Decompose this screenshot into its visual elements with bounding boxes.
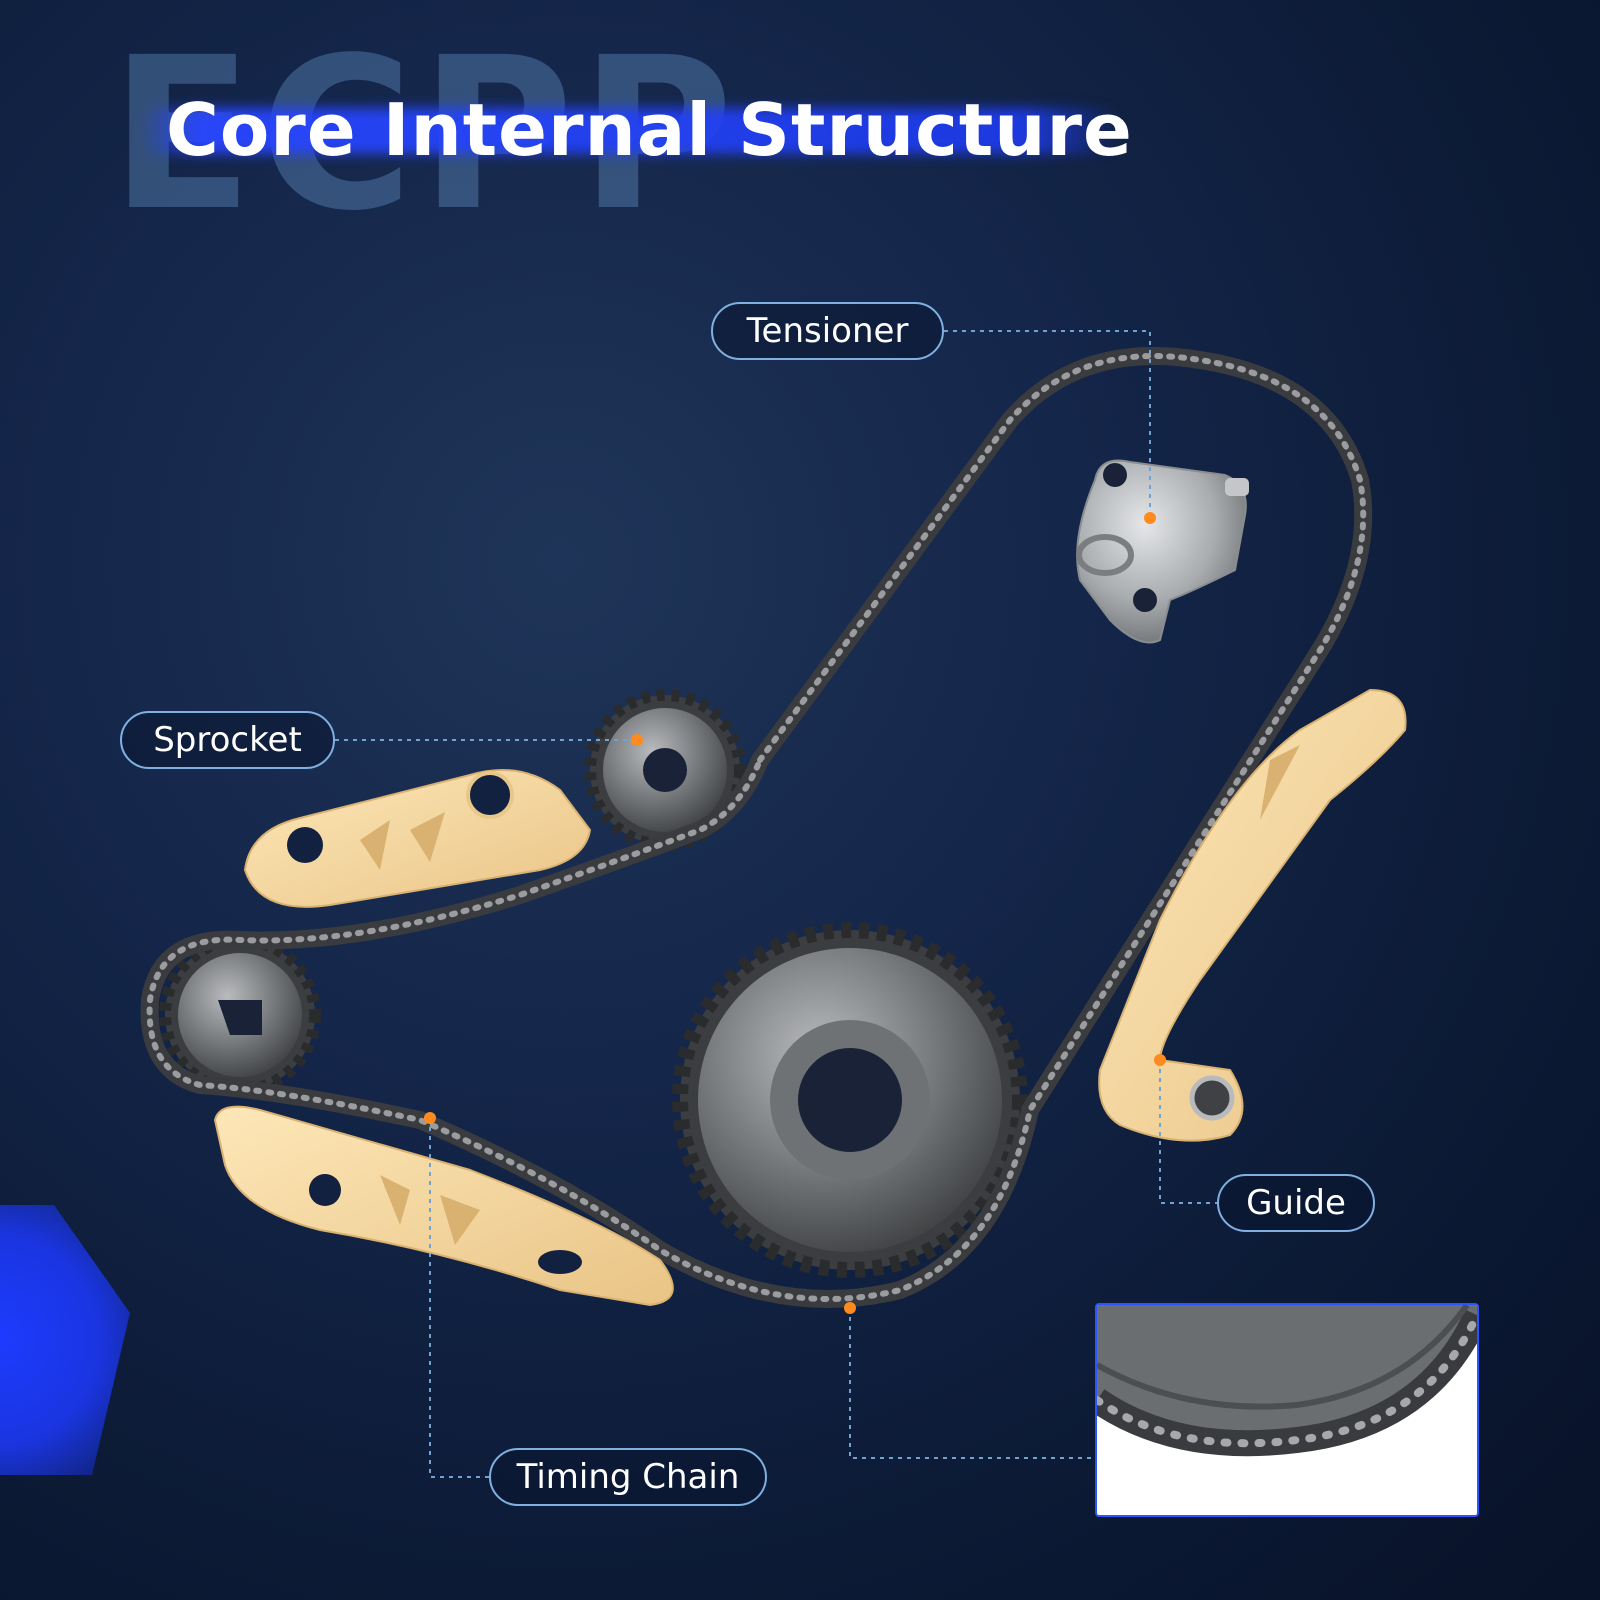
chain-closeup-image (1097, 1305, 1477, 1457)
callout-sprocket: Sprocket (120, 711, 335, 769)
tensioner-part (1076, 459, 1249, 644)
right-guide (1098, 688, 1407, 1142)
leader-timing-chain (429, 1118, 489, 1478)
lower-left-guide (213, 1105, 674, 1307)
title-highlight (140, 108, 1120, 154)
chain-closeup-inset (1095, 1303, 1479, 1517)
callout-tensioner: Tensioner (711, 302, 944, 360)
pointer-dot-tensioner (1144, 512, 1156, 524)
upper-left-guide (243, 769, 592, 908)
pointer-dot-timing-chain (424, 1112, 436, 1124)
chain-link-pattern (146, 353, 1367, 1302)
pointer-dot-guide (1154, 1054, 1166, 1066)
pointer-dot-sprocket (631, 734, 643, 746)
pointer-dots (424, 512, 1166, 1314)
page-title: Core Internal Structure (166, 88, 1133, 172)
leader-lines (335, 330, 1217, 1478)
upper-sprocket (584, 689, 746, 851)
left-sprocket (159, 934, 321, 1096)
callout-timing-chain: Timing Chain (489, 1448, 767, 1506)
crank-gear (672, 922, 1028, 1278)
leader-guide (1159, 1060, 1217, 1204)
pointer-dot-inset (844, 1302, 856, 1314)
callout-guide: Guide (1217, 1174, 1375, 1232)
leader-inset (849, 1308, 1095, 1459)
